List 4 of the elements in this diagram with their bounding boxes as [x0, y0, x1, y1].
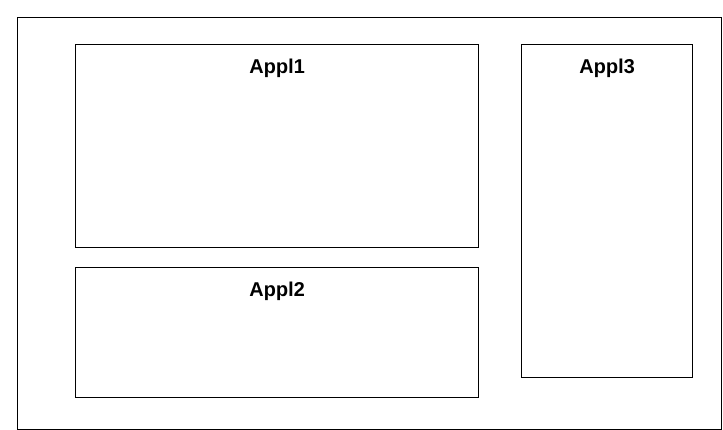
application-box: Appl2 [75, 267, 479, 398]
application-box: Appl1 [75, 44, 479, 248]
application-box: Appl3 [521, 44, 693, 378]
container-box [17, 17, 722, 430]
